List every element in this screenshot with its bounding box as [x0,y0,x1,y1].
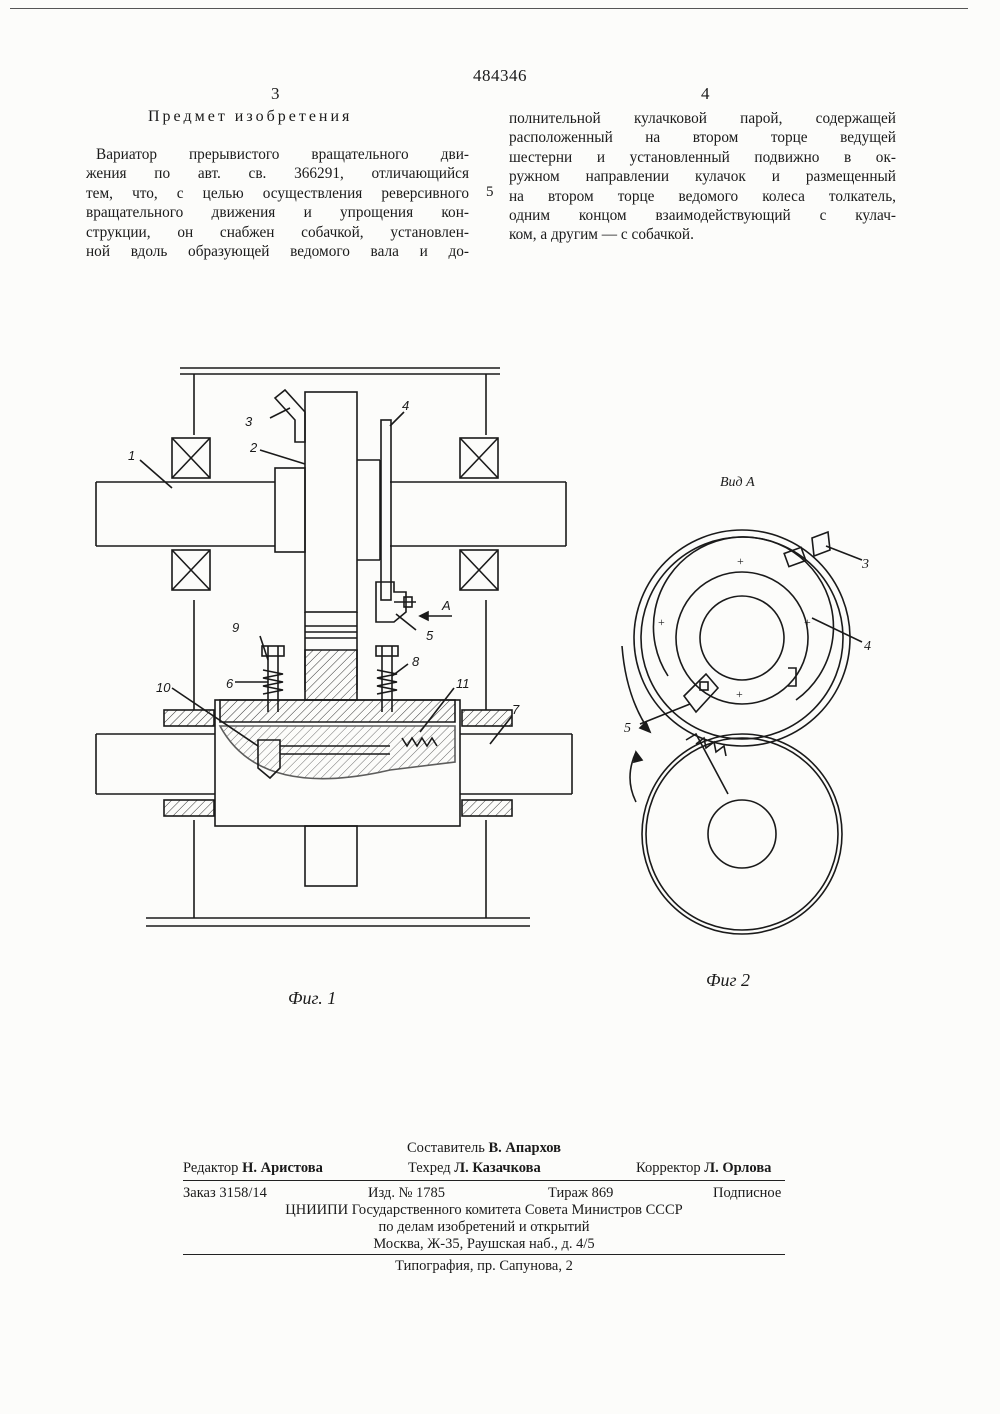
fig1-label-6: 6 [226,676,234,691]
fig1-label-2: 2 [249,440,258,455]
imprint-subscription: Подписное [713,1185,781,1202]
svg-text:+: + [736,687,743,701]
right-text-line: одним концом взаимодействующий с кулач- [509,206,896,225]
svg-text:+: + [658,615,665,629]
left-text-line: ной вдоль образующей ведомого вала и до- [86,242,469,261]
fig1-label-7: 7 [512,702,520,717]
top-border-line [10,8,968,9]
left-text-line: жения по авт. св. 366291, отличающийся [86,164,469,183]
imprint-divider-bottom [183,1254,785,1255]
fig1-label-1: 1 [128,448,135,463]
figure-1-caption: Фиг. 1 [288,988,336,1009]
fig2-label-4: 4 [864,639,871,654]
imprint-editor: Редактор Н. Аристова [183,1160,323,1177]
imprint-edition: Изд. № 1785 [368,1185,445,1202]
fig2-view-label: Вид А [720,475,755,490]
figure-2-caption: Фиг 2 [706,970,750,991]
left-text-line: Вариатор прерывистого вращательного дви- [86,145,469,164]
left-text-line: вращательного движения и упрощения кон- [86,203,469,222]
imprint-divider-top [183,1180,785,1181]
fig1-label-3: 3 [245,414,253,429]
document-number: 484346 [0,66,1000,86]
svg-text:+: + [804,615,811,629]
section-title: Предмет изобретения [148,108,352,126]
fig2-label-5: 5 [624,721,631,736]
left-text-line: струкции, он снабжен собачкой, установле… [86,223,469,242]
figure-2-drawing: + + + + Вид А 3 4 5 [600,470,900,940]
column-number-right: 4 [701,84,710,104]
right-text-line: ружном направлении кулачок и размещенный [509,167,896,186]
right-text-line: ком, а другим — с собачкой. [509,225,896,244]
imprint-techred: Техред Л. Казачкова [408,1160,541,1177]
imprint-techred-name: Л. Казачкова [454,1160,540,1176]
right-text-line: на втором торце ведомого колеса толкател… [509,187,896,206]
imprint-corrector: Корректор Л. Орлова [636,1160,771,1177]
imprint-techred-role: Техред [408,1160,451,1176]
imprint-compiler: Составитель В. Апархов [183,1140,785,1157]
imprint-org-line-1: ЦНИИПИ Государственного комитета Совета … [183,1202,785,1219]
svg-text:+: + [737,554,744,568]
imprint-compiler-name: В. Апархов [489,1140,561,1156]
imprint-editor-name: Н. Аристова [242,1160,323,1176]
fig1-arrow-label-a: А [441,598,451,613]
figure-1-drawing: 1 2 3 4 5 6 7 8 9 10 11 А [60,360,600,940]
right-text-line: расположенный на втором торце ведущей [509,128,896,147]
left-column-text: Вариатор прерывистого вращательного дви-… [86,145,469,261]
line-number-marker: 5 [486,184,494,201]
right-text-line: полнительной кулачковой парой, содержаще… [509,109,896,128]
fig2-label-3: 3 [861,557,869,572]
right-text-line: шестерни и установленный подвижно в ок- [509,148,896,167]
imprint-corrector-name: Л. Орлова [704,1160,771,1176]
column-number-left: 3 [271,84,280,104]
fig1-label-8: 8 [412,654,420,669]
fig1-label-5: 5 [426,628,434,643]
fig1-label-11: 11 [456,676,470,691]
imprint-corrector-role: Корректор [636,1160,701,1176]
fig1-label-9: 9 [232,620,239,635]
imprint-org-line-2: по делам изобретений и открытий [183,1219,785,1236]
imprint-order: Заказ 3158/14 [183,1185,267,1202]
imprint-compiler-role: Составитель [407,1140,485,1156]
imprint-editor-role: Редактор [183,1160,238,1176]
right-column-text: полнительной кулачковой парой, содержаще… [509,109,896,245]
imprint-org-line-3: Москва, Ж-35, Раушская наб., д. 4/5 [183,1236,785,1253]
left-text-line: тем, что, с целью осуществления реверсив… [86,184,469,203]
fig1-label-4: 4 [402,398,409,413]
fig1-label-10: 10 [156,680,171,695]
imprint-printer: Типография, пр. Сапунова, 2 [183,1258,785,1275]
imprint-circulation: Тираж 869 [548,1185,613,1202]
